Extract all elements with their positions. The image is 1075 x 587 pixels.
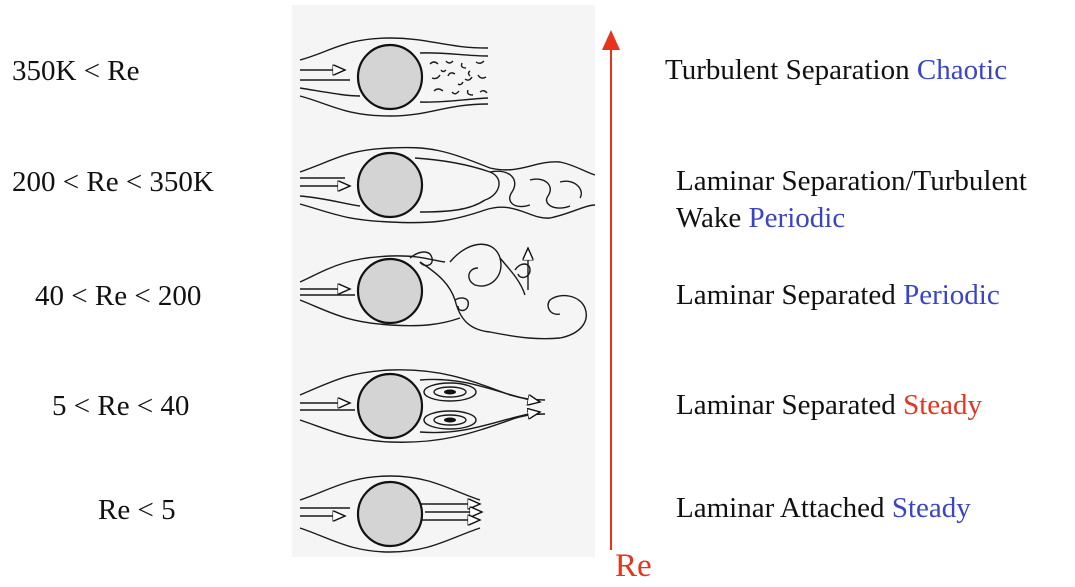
regime-behavior: Steady bbox=[903, 389, 982, 421]
regime-text: Laminar Attached bbox=[676, 492, 885, 524]
flow-attached-steady bbox=[300, 476, 482, 552]
regime-behavior: Steady bbox=[892, 492, 971, 524]
reynolds-axis-label: Re bbox=[615, 548, 652, 585]
regime-description-twin-vortex: Laminar Separated Steady bbox=[676, 387, 982, 424]
regime-behavior: Periodic bbox=[749, 202, 846, 234]
regime-behavior: Periodic bbox=[903, 279, 1000, 311]
regime-text: Turbulent Separation bbox=[665, 54, 910, 86]
regime-description-turbulent: Turbulent Separation Chaotic bbox=[665, 52, 1007, 89]
regime-text-line1: Laminar Separation/Turbulent bbox=[676, 163, 1027, 200]
regime-description-attached: Laminar Attached Steady bbox=[676, 490, 971, 527]
reynolds-axis-arrow bbox=[602, 30, 620, 550]
flow-twin-vortex-steady bbox=[300, 370, 545, 442]
regime-description-vortex-street: Laminar Separated Periodic bbox=[676, 277, 1000, 314]
regime-text-line2-wrap: Wake Periodic bbox=[676, 200, 1027, 237]
flow-vortex-street-periodic bbox=[300, 244, 586, 339]
flow-turbulent-chaotic bbox=[300, 38, 488, 116]
flow-turbulent-wake-periodic bbox=[300, 148, 595, 223]
regime-text: Laminar Separated bbox=[676, 389, 896, 421]
regime-text: Laminar Separated bbox=[676, 279, 896, 311]
regime-text-line2: Wake bbox=[676, 202, 741, 234]
regime-description-turbulent-wake: Laminar Separation/Turbulent Wake Period… bbox=[676, 163, 1027, 237]
regime-behavior: Chaotic bbox=[917, 54, 1007, 86]
